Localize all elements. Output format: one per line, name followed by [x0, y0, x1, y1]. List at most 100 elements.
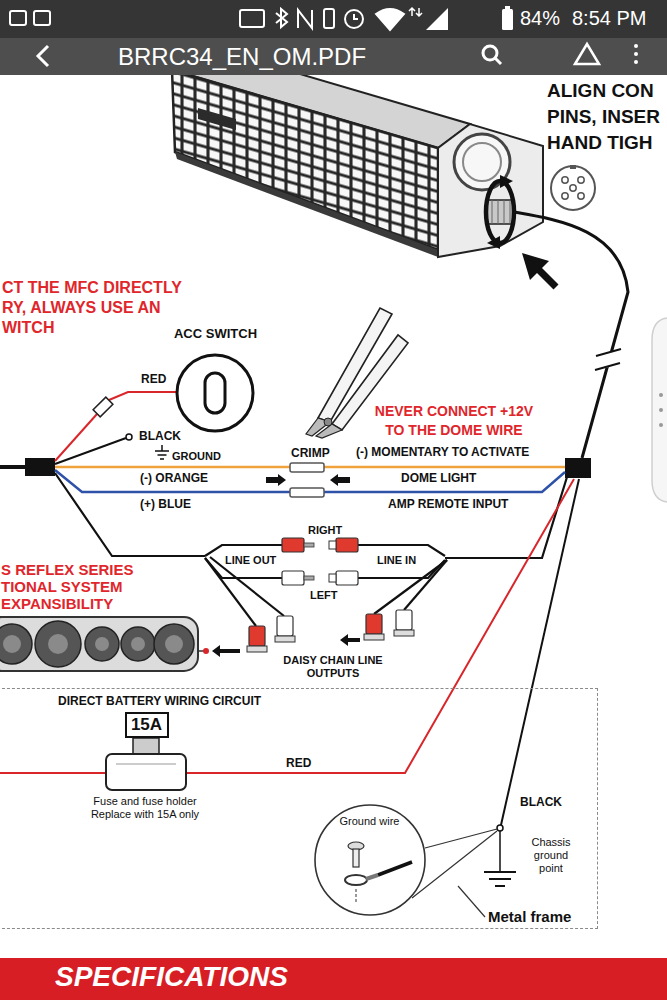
- status-icons: [10, 11, 26, 25]
- rca-plugs: [394, 630, 414, 636]
- port-name: DAISY CHAIN LINE OUTPUTS: [283, 654, 383, 680]
- channel-name: RIGHT: [308, 524, 342, 537]
- speaker-bar: [198, 108, 236, 130]
- signal-wires: [266, 474, 286, 486]
- wire-color: BLACK: [519, 796, 563, 810]
- title-bar: BRRC34_EN_OM.PDF: [0, 38, 667, 75]
- acc-wiring: [55, 438, 126, 464]
- status-icons: [505, 6, 510, 10]
- harness-cable: [595, 349, 621, 371]
- reflex-speaker: [0, 617, 209, 671]
- signal-wires: [324, 472, 565, 492]
- signal-wires: [330, 474, 350, 486]
- acc-wiring: [55, 414, 97, 461]
- acc-wiring: [155, 445, 169, 459]
- pin-layout: [551, 165, 595, 210]
- plug-connector: [486, 175, 514, 249]
- status-icons: [354, 14, 358, 19]
- rca-plugs: [329, 541, 336, 549]
- file-title: BRRC34_EN_OM.PDF: [118, 43, 366, 71]
- fuse-rating-box: 15A: [125, 712, 169, 738]
- speaker-bar: [438, 124, 543, 257]
- signal-name: GROUND: [172, 450, 221, 463]
- status-icons: [345, 10, 363, 28]
- reflex-speaker: [3, 635, 21, 653]
- battery-circuit: [0, 772, 106, 774]
- battery-level: 84%: [520, 7, 560, 30]
- switch-slot: [205, 373, 225, 413]
- warning-note: CT THE MFC DIRECTLY RY, ALWAYS USE AN WI…: [2, 278, 192, 338]
- harness-cable: [595, 349, 621, 370]
- reflex-speaker: [0, 624, 32, 664]
- acc-wiring: [55, 392, 177, 464]
- screw-detail: [345, 875, 367, 885]
- connector-blocks: [0, 465, 26, 469]
- battery-circuit: [116, 763, 176, 764]
- ground-wiring: [501, 479, 579, 825]
- plug-connector: [500, 175, 513, 188]
- reflex-speaker: [121, 627, 155, 661]
- pin-layout: [570, 185, 576, 191]
- insert-arrow: [538, 269, 556, 287]
- section-band: [0, 958, 667, 1000]
- switch-slot: [205, 373, 225, 413]
- wire-color: RED: [140, 373, 167, 387]
- plug-connector: [487, 236, 500, 249]
- reflex-speaker: [131, 637, 145, 651]
- expansion-note: S REFLEX SERIES TIONAL SYSTEM EXPANSIBIL…: [1, 561, 151, 612]
- signal-wires: [55, 470, 290, 492]
- status-bar: 84% 8:54 PM: [0, 0, 667, 38]
- battery-circuit: [0, 479, 574, 790]
- speaker-bar: [172, 46, 543, 257]
- circuit-region: 15AGround wireDIRECT BATTERY WIRING CIRC…: [0, 688, 598, 929]
- signal-name: (-) MOMENTARY TO ACTIVATE: [356, 446, 529, 460]
- toolbar-icons: [495, 58, 501, 64]
- reflex-speaker: [203, 648, 209, 654]
- fuse-note: Fuse and fuse holder Replace with 15A on…: [85, 795, 205, 821]
- pin-layout: [551, 166, 595, 210]
- switch-circle-outline: [168, 325, 263, 435]
- acc-wiring: [93, 397, 113, 417]
- wire-color: BLACK: [139, 430, 181, 444]
- reflex-speaker: [48, 634, 68, 654]
- connector-blocks: [0, 458, 591, 478]
- speaker-bar: [175, 152, 438, 257]
- section-band: [0, 958, 667, 1000]
- app-bars: [0, 0, 667, 38]
- signal-wires: [290, 463, 324, 472]
- rca-plugs: [336, 571, 358, 585]
- side-panel: [659, 423, 663, 427]
- insert-arrow: [522, 253, 556, 287]
- status-icons: [34, 11, 50, 25]
- toolbar-icons: [634, 44, 638, 48]
- callout-label: Ground wire: [314, 815, 426, 828]
- signal-wires: [55, 466, 290, 469]
- rca-plugs: [277, 616, 293, 636]
- warning-note: NEVER CONNECT +12V TO THE DOME WIRE: [369, 402, 539, 440]
- switch-circle-ring: [177, 355, 253, 431]
- acc-wiring: [126, 434, 132, 440]
- status-icons: [10, 6, 513, 30]
- signal-wires: [324, 466, 565, 469]
- rca-plugs: [247, 646, 267, 652]
- reflex-speaker: [165, 635, 183, 653]
- side-panel: [659, 408, 663, 412]
- switch-label: ACC SWITCH: [168, 327, 263, 342]
- rca-plugs: [336, 538, 358, 552]
- reflex-speaker: [154, 624, 194, 664]
- ground-wiring: [412, 479, 579, 917]
- signal-name: AMP REMOTE INPUT: [388, 498, 508, 512]
- clock-time: 8:54 PM: [572, 7, 646, 30]
- rca-plugs: [340, 634, 360, 646]
- ground-wiring: [458, 886, 485, 917]
- speaker-bar: [463, 143, 501, 181]
- toolbar-icons: [575, 44, 599, 64]
- wire-color: (+) BLUE: [140, 498, 191, 512]
- toolbar-icons: [483, 46, 497, 60]
- screw-detail: [353, 849, 359, 867]
- rca-plugs: [366, 614, 382, 634]
- rca-plugs: [282, 571, 304, 585]
- rca-plugs: [304, 576, 314, 580]
- rca-plugs: [249, 626, 265, 646]
